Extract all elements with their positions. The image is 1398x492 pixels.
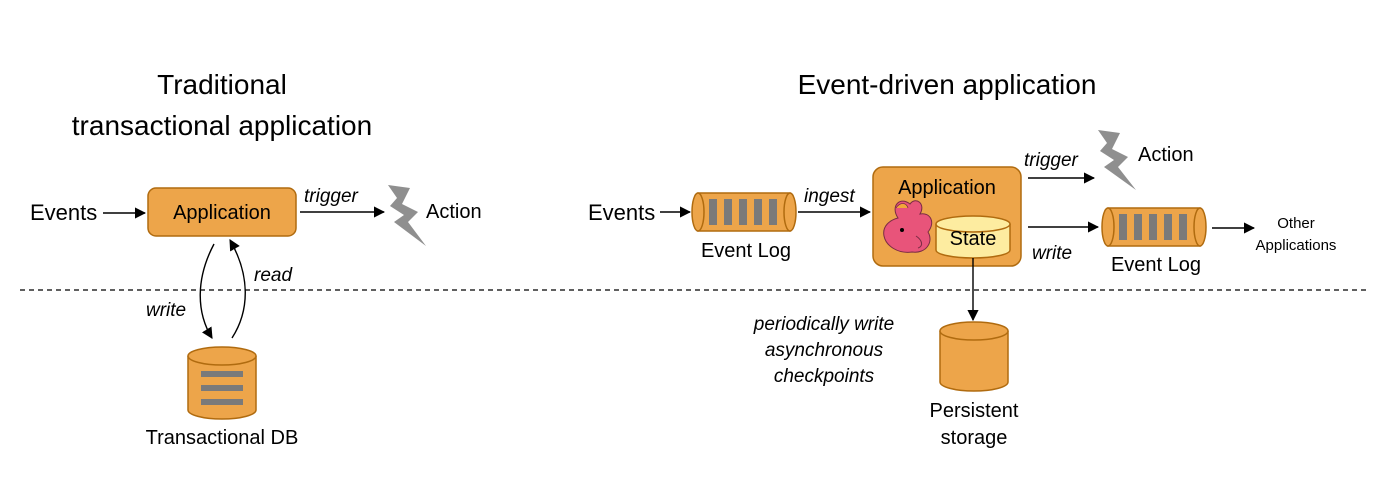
write-label: write — [146, 300, 186, 321]
state-store — [935, 215, 1011, 259]
lightning-bolt-icon — [1098, 130, 1136, 190]
left-application-box — [147, 187, 297, 237]
storage-line1: Persistent — [930, 400, 1019, 422]
right-events-label: Events — [588, 200, 655, 225]
state-label: State — [950, 228, 997, 250]
read-arrow — [229, 239, 246, 339]
lightning-bolt-icon — [388, 185, 426, 246]
right-title: Event-driven application — [798, 69, 1097, 100]
event-log-icon — [1101, 207, 1207, 247]
squirrel-logo — [883, 200, 933, 253]
event-log-out-label: Event Log — [1111, 254, 1201, 276]
left-trigger-label: trigger — [304, 186, 359, 207]
other-apps-line1: Other — [1277, 215, 1315, 232]
read-label: read — [254, 265, 293, 286]
left-title-line1: Traditional — [157, 69, 287, 100]
left-application-label: Application — [173, 202, 271, 224]
database-icon — [187, 346, 257, 420]
write-arrow — [199, 243, 215, 339]
left-title-line2: transactional application — [72, 110, 372, 141]
right-application-label: Application — [898, 177, 996, 199]
event-log-icon — [691, 192, 797, 232]
left-action-label: Action — [426, 201, 482, 223]
storage-line2: storage — [941, 427, 1008, 449]
left-events-label: Events — [30, 200, 97, 225]
checkpoint-line1: periodically write — [753, 314, 894, 335]
db-label: Transactional DB — [146, 427, 299, 449]
database-icon — [939, 321, 1009, 392]
event-log-in-label: Event Log — [701, 240, 791, 262]
checkpoint-line2: asynchronous — [765, 340, 884, 361]
other-apps-line2: Applications — [1256, 237, 1337, 254]
right-action-label: Action — [1138, 144, 1194, 166]
right-write-label: write — [1032, 243, 1072, 264]
checkpoint-line3: checkpoints — [774, 366, 875, 387]
ingest-label: ingest — [804, 186, 855, 207]
right-trigger-label: trigger — [1024, 150, 1079, 171]
